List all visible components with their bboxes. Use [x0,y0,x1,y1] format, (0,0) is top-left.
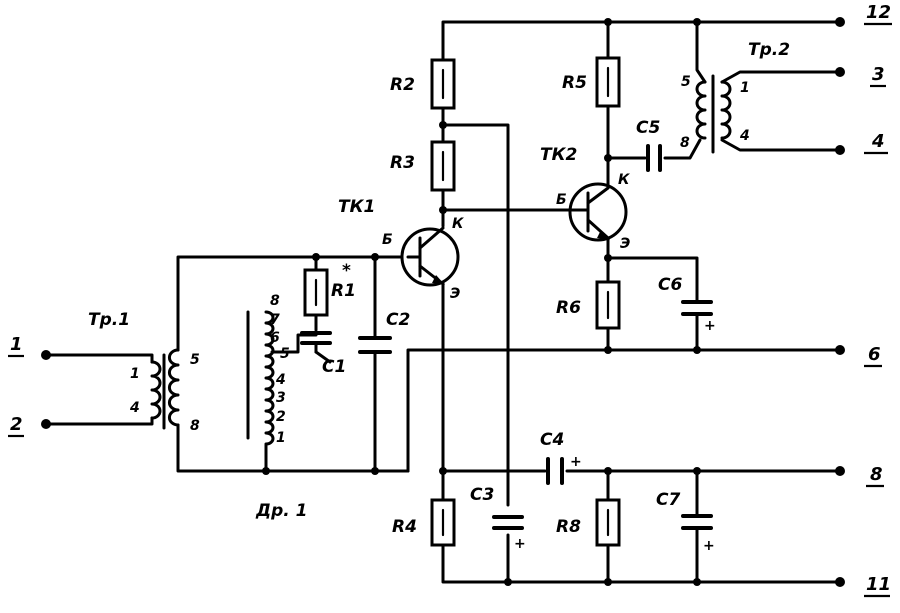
c4-polarity: + [570,454,582,470]
transformer-tr1 [150,348,180,430]
terminal-4-label: 4 [871,131,885,152]
c3-polarity: + [514,536,526,552]
capacitor-c2 [358,336,392,354]
c6-polarity: + [704,318,716,334]
dr1-pin-4: 4 [275,372,286,388]
terminal-12-label: 12 [866,2,891,23]
component-labels: Тр.1 Тр.2 Др. 1 ТК1 ТК2 R1 * R2 R3 R4 R5… [88,40,790,537]
tk2-label: ТК2 [540,145,577,165]
resistor-r1 [303,268,329,317]
dr1-pin-5: 5 [280,346,290,362]
tr2-label: Тр.2 [748,40,790,60]
transistor-tk2 [568,182,628,242]
winding-pin-labels: 1 4 5 8 5 8 1 4 8 7 6 5 4 3 2 1 [129,74,750,446]
polarity-marks: + + + + [514,318,716,554]
dr1-pin-6: 6 [270,330,280,346]
capacitor-c1 [300,331,332,364]
tr2-pin-8: 8 [680,135,690,151]
tk2-collector-label: К [618,172,630,188]
terminal-dots [41,17,845,587]
c1-label: C1 [322,357,346,377]
wires [46,20,840,584]
tr2-pin-4: 4 [739,128,750,144]
resistor-r3 [430,140,456,192]
capacitor-c5 [646,144,662,172]
terminal-1-label: 1 [10,334,23,355]
terminal-6-label: 6 [868,344,881,365]
capacitor-c7 [681,514,713,530]
r1-label: R1 [331,281,356,301]
c7-polarity: + [703,538,715,554]
tk1-emitter-label: Э [450,286,460,302]
dr1-pin-2: 2 [276,409,286,425]
dr1-pin-8: 8 [270,293,280,309]
tr1-pin-8: 8 [190,418,200,434]
resistor-r8 [595,498,621,547]
c7-label: C7 [656,490,680,510]
terminal-labels: 1 2 12 3 4 6 8 11 [8,2,892,598]
choke-dr1 [246,310,275,446]
r8-label: R8 [556,517,581,537]
transistor-pin-labels: Б К Э Б К Э [382,172,630,302]
resistor-r2 [430,58,456,110]
tr1-pin-4: 4 [129,400,140,416]
resistor-r5 [595,56,621,108]
tk1-label: ТК1 [338,197,375,217]
transformer-tr2 [695,74,732,154]
junction-dots [262,18,701,586]
tr1-pin-1: 1 [130,366,140,382]
r1-mark: * [342,261,351,281]
terminal-2-label: 2 [10,414,23,435]
r5-label: R5 [562,73,587,93]
terminal-11-label: 11 [866,574,891,595]
capacitor-c3 [492,515,524,530]
tk1-collector-label: К [452,216,464,232]
r3-label: R3 [390,153,415,173]
dr1-pin-7: 7 [270,312,280,328]
capacitors [300,144,713,530]
capacitor-c4 [546,457,564,485]
dr1-label: Др. 1 [255,501,308,521]
resistor-r6 [595,280,621,330]
tk1-base-label: Б [382,232,393,248]
c3-label: C3 [470,485,494,505]
r6-label: R6 [556,298,581,318]
c6-label: C6 [658,275,682,295]
c4-label: C4 [540,430,564,450]
tr1-pin-5: 5 [190,352,200,368]
terminal-8-label: 8 [870,464,883,485]
dr1-pin-3: 3 [276,390,286,406]
terminal-3-label: 3 [872,64,885,85]
c2-label: C2 [386,310,410,330]
tk2-emitter-label: Э [620,236,630,252]
tr1-label: Тр.1 [88,310,130,330]
tr2-pin-5: 5 [681,74,691,90]
resistors [303,56,621,547]
tr2-pin-1: 1 [740,80,750,96]
tk2-base-label: Б [556,192,567,208]
resistor-r4 [430,498,456,547]
dr1-pin-1: 1 [276,430,286,446]
capacitor-c6 [681,300,713,316]
r2-label: R2 [390,75,415,95]
r4-label: R4 [392,517,417,537]
c5-label: C5 [636,118,660,138]
transistor-tk1 [400,226,460,287]
